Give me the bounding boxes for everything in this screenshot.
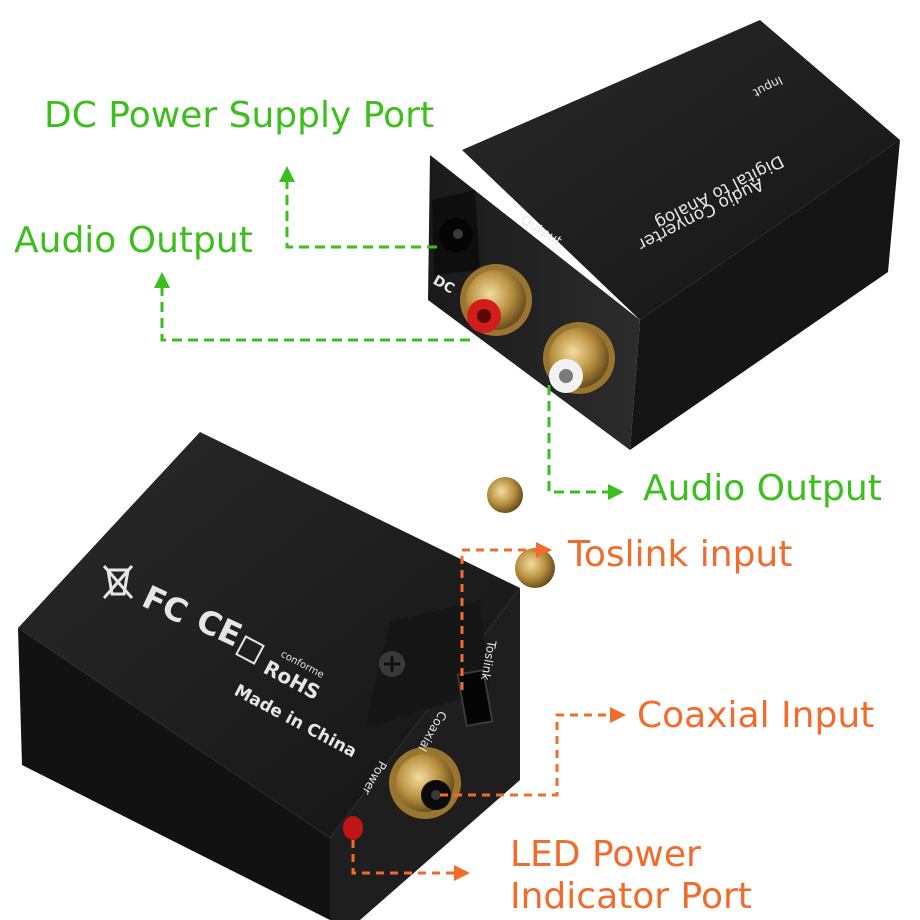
converter-bottom: Made in China FC CE conforme RoHS Toslin…	[18, 432, 555, 920]
audio-output-left-leader	[160, 283, 470, 342]
bottom-unit-cover-plate	[365, 600, 490, 728]
audio-output-right-label: Audio Output	[643, 468, 882, 509]
audio-output-right-leader	[547, 385, 612, 494]
rca-white-jack	[543, 322, 615, 394]
coaxial-leader	[440, 713, 612, 797]
screw-slot	[384, 656, 400, 672]
led-power-indicator	[343, 816, 363, 840]
coaxial-arrowhead	[610, 707, 626, 723]
dc-power-leader	[285, 178, 437, 249]
top-unit-right-face	[630, 140, 900, 450]
bottom-unit-top-face	[18, 432, 520, 838]
led-arrowhead	[454, 865, 470, 881]
rohs-check-box	[235, 635, 265, 665]
led-leader	[351, 840, 455, 875]
toslink-input-label: Toslink input	[568, 534, 793, 575]
dc-power-supply-port-label: DC Power Supply Port	[44, 95, 435, 136]
dc-jack-pin	[453, 229, 463, 239]
led-label-line1: LED Power	[510, 834, 701, 875]
orange-leader-lines	[351, 548, 612, 875]
orange-arrowheads	[454, 542, 626, 881]
weee-bin-icon	[102, 565, 134, 599]
coaxial-input-label: Coaxial Input	[637, 695, 875, 736]
top-unit-top-face	[462, 20, 900, 320]
audio-output-left-label: Audio Output	[14, 220, 253, 261]
toslink-arrowhead	[536, 542, 552, 558]
coaxial-jack	[389, 747, 461, 819]
side-rca-jacks	[487, 477, 555, 588]
led-power-indicator-label: LED Power Indicator Port	[510, 834, 752, 918]
led-label-line2: Indicator Port	[510, 876, 752, 917]
toslink-leader	[460, 548, 538, 690]
dc-power-arrowhead	[279, 166, 295, 182]
audio-output-right-arrowhead	[608, 484, 624, 500]
green-leader-lines	[160, 178, 612, 494]
audio-output-left-arrowhead	[154, 272, 170, 288]
converter-top: Digital to Analog Audio Converter Input …	[428, 20, 900, 450]
toslink-port	[456, 668, 494, 728]
green-arrowheads	[154, 166, 624, 500]
bottom-unit-left-face	[18, 628, 330, 920]
rca-red-jack	[460, 264, 532, 336]
